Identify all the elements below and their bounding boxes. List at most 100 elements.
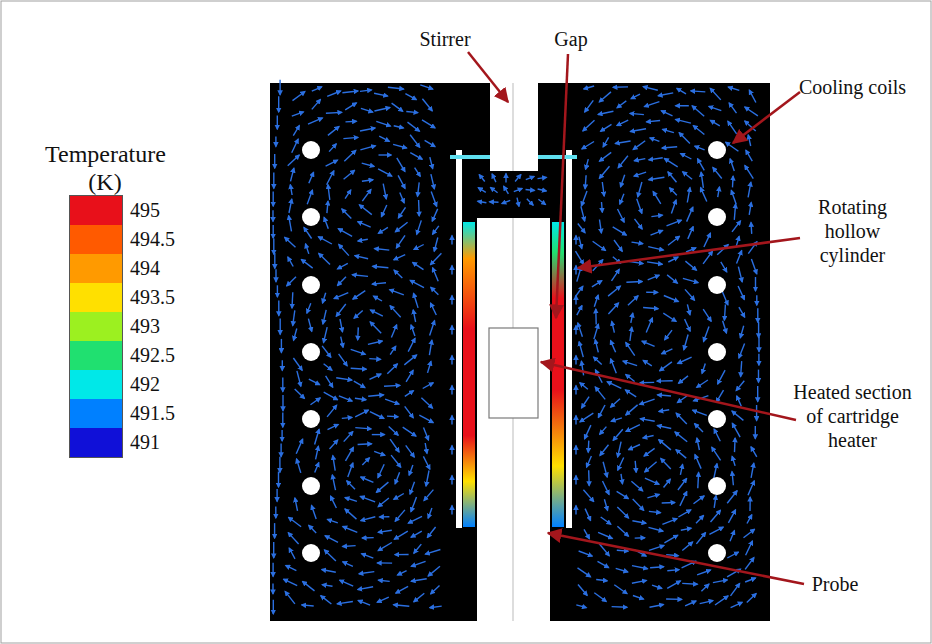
velocity-arrow [362,180,373,181]
velocity-arrow [581,361,583,375]
velocity-arrow [273,172,274,188]
velocity-arrow [613,86,628,88]
velocity-arrow [343,545,356,547]
velocity-arrow [515,175,521,182]
velocity-arrow [312,99,321,109]
velocity-arrow [490,201,499,203]
velocity-arrow [650,567,664,568]
velocity-arrow [586,159,589,169]
velocity-arrow [451,386,452,395]
cylinder-wall [456,150,462,528]
velocity-arrow [676,105,689,107]
velocity-arrow [621,474,623,484]
velocity-arrow [680,464,682,475]
velocity-arrow [301,259,312,268]
color-swatch [70,312,122,341]
velocity-arrow [377,562,392,564]
velocity-arrow [289,199,292,213]
velocity-arrow [646,292,658,294]
velocity-arrow [390,346,396,355]
velocity-arrow [278,472,279,488]
velocity-arrow [303,581,315,591]
velocity-arrow [741,361,742,377]
velocity-arrow [701,172,703,188]
velocity-arrow [328,185,330,200]
velocity-arrow [661,111,672,116]
legend-value: 493.5 [130,286,200,309]
velocity-arrow [384,385,400,387]
velocity-arrow [692,106,704,117]
velocity-arrow [327,405,337,417]
velocity-arrow [594,324,599,339]
velocity-arrow [344,432,353,442]
cylinder-top [537,155,577,159]
velocity-arrow [281,339,282,353]
velocity-arrow [666,598,682,600]
velocity-arrow [362,189,371,201]
velocity-arrow [527,199,533,205]
velocity-arrow [379,516,389,518]
velocity-arrow [344,150,356,161]
velocity-arrow [362,537,374,539]
velocity-arrow [287,277,296,286]
velocity-arrow [697,472,699,488]
velocity-arrow [604,499,607,510]
velocity-arrow [575,286,583,297]
velocity-arrow [373,266,389,267]
velocity-arrow [376,121,390,126]
velocity-arrow [296,439,303,454]
velocity-arrow [697,380,708,388]
velocity-arrow [646,318,652,333]
velocity-arrow [315,429,320,444]
velocity-arrow [391,455,401,467]
velocity-arrow [633,499,644,511]
velocity-arrow [661,458,671,469]
velocity-arrow [526,190,535,191]
velocity-arrow [633,596,644,600]
velocity-arrow [327,519,337,522]
velocity-arrow [322,585,332,587]
velocity-arrow [478,188,486,193]
velocity-arrow [693,410,707,415]
velocity-arrow [324,217,328,229]
velocity-arrow [304,227,312,238]
velocity-arrow [297,459,301,473]
velocity-arrow [277,115,278,129]
velocity-arrow [623,361,637,365]
velocity-arrow [358,600,370,605]
velocity-arrow [585,175,586,189]
velocity-arrow [579,342,583,357]
velocity-arrow [279,80,280,95]
velocity-arrow [714,496,716,508]
velocity-arrow [362,554,374,559]
velocity-arrow [701,584,709,591]
velocity-arrow [395,554,409,555]
velocity-arrow [403,427,416,436]
velocity-arrow [676,119,691,123]
velocity-arrow [378,169,392,176]
velocity-arrow [337,602,353,604]
velocity-arrow [578,323,583,337]
velocity-arrow [745,558,754,570]
velocity-arrow [378,498,389,507]
velocity-arrow [418,182,420,196]
cooling-coils [302,141,726,562]
velocity-arrow [679,133,690,144]
velocity-arrow [319,253,330,264]
velocity-arrow [357,327,359,340]
velocity-arrow [389,426,399,435]
velocity-arrow [611,341,616,353]
legend-value: 492 [130,373,200,396]
velocity-arrow [600,427,607,435]
velocity-arrow [372,434,385,435]
velocity-arrow [413,262,424,269]
velocity-arrow [615,141,630,144]
velocity-arrow [431,586,440,594]
velocity-arrow [625,390,636,397]
velocity-arrow [405,406,414,418]
velocity-arrow [665,330,672,340]
velocity-arrow [681,154,692,160]
legend-value: 495 [130,199,200,222]
velocity-arrow [374,108,390,112]
